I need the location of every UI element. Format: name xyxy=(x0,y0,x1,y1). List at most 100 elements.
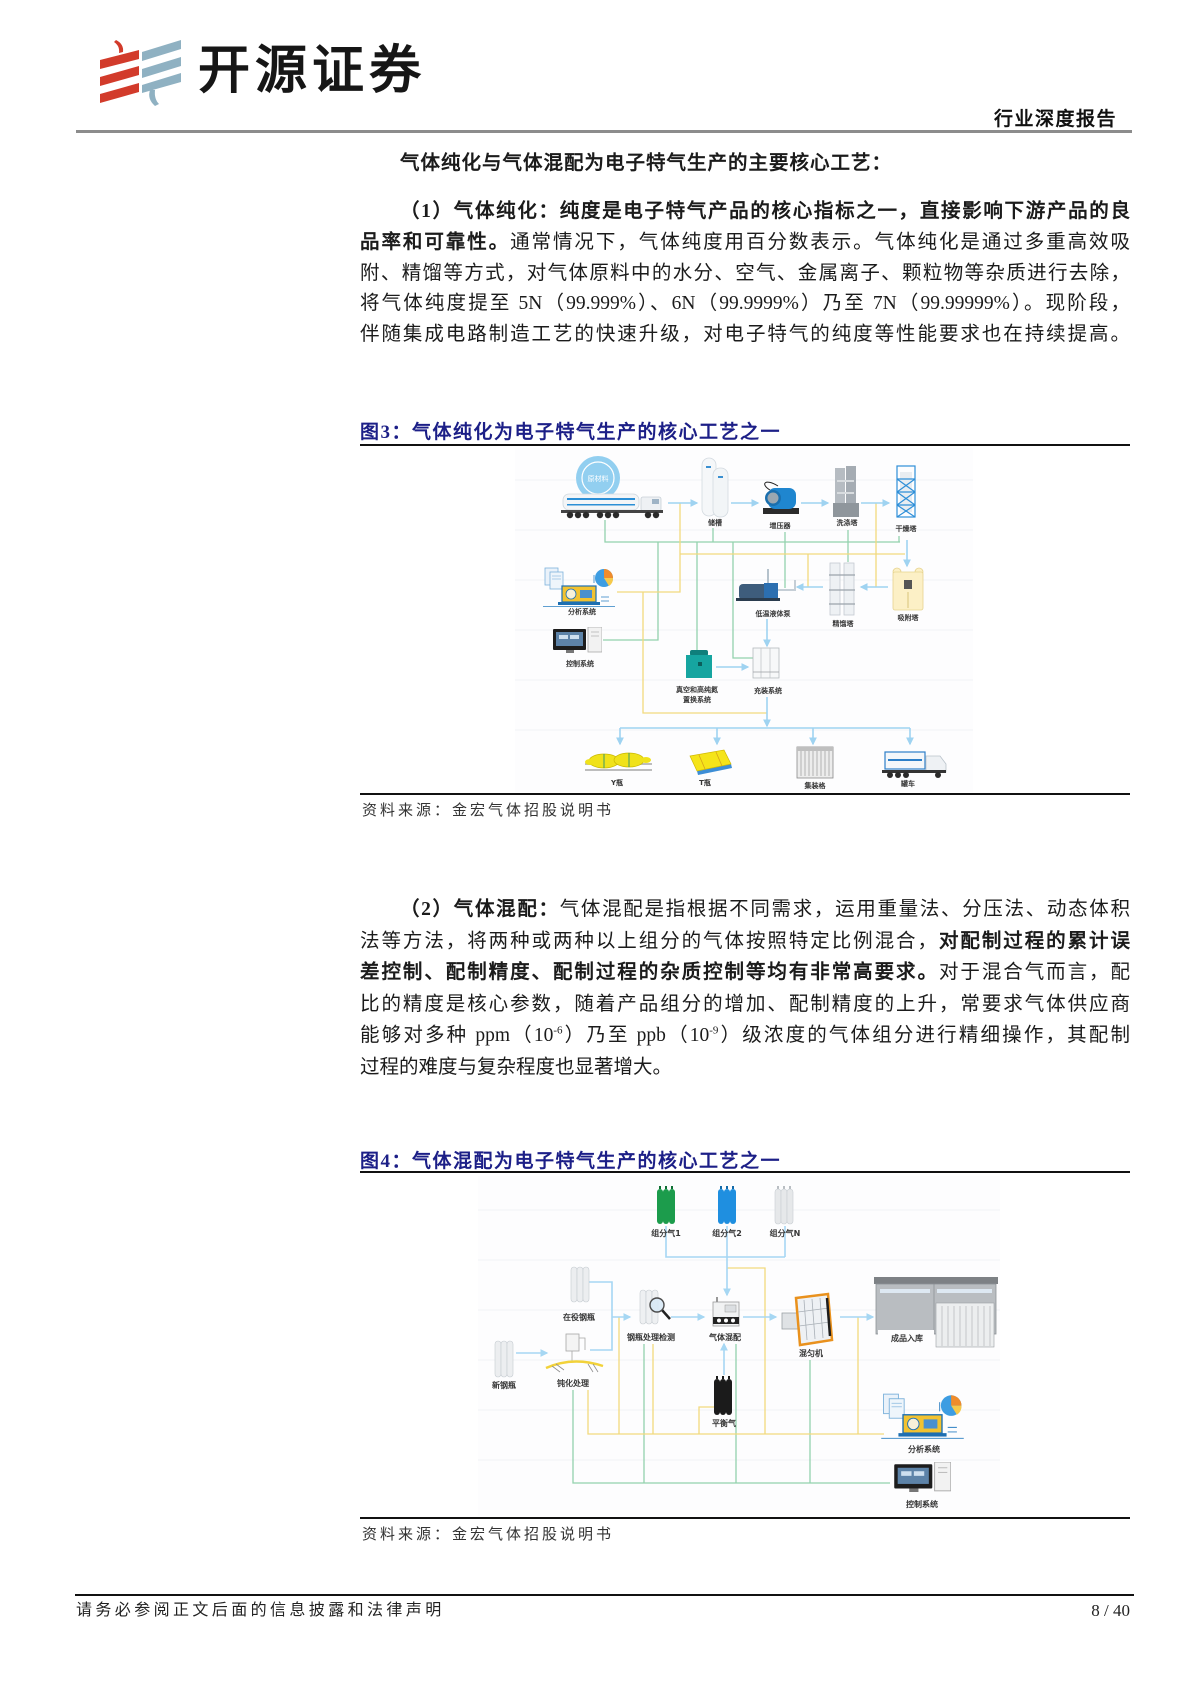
figure-4-top-rule xyxy=(360,1171,1130,1173)
page-number: 8 / 40 xyxy=(1091,1601,1130,1620)
diagram-label-y-cylinder: Y瓶 xyxy=(610,778,623,787)
diagram-label-mixer: 混匀机 xyxy=(799,1348,823,1358)
figure-4-bottom-rule xyxy=(360,1517,1130,1519)
diagram-label-new-cylinder: 新钢瓶 xyxy=(492,1380,516,1390)
mixer-machine-icon xyxy=(781,1292,834,1347)
paragraph-line: 附、精馏等方式，对气体原料中的水分、空气、金属离子、颗粒物等杂质进行去除， xyxy=(360,259,1130,290)
diagram-label-control: 控制系统 xyxy=(566,659,594,668)
brand-name: 开源证券 xyxy=(198,41,427,101)
adsorber-tower-icon xyxy=(892,567,924,611)
figure-3-top-rule xyxy=(360,444,1130,446)
paragraph-line: 法等方法，将两种或两种以上组分的气体按照特定比例混合，对配制过程的累计误 xyxy=(360,926,1130,958)
diagram-label-in-service-cylinder: 在役钢瓶 xyxy=(563,1312,595,1322)
paragraph-line: 品率和可靠性。通常情况下，气体纯度用百分数表示。气体纯化是通过多重高效吸 xyxy=(360,228,1130,259)
paragraph-line: 比的精度是核心参数，随着产品组分的增加、配制精度的上升，常要求气体供应商 xyxy=(360,989,1130,1021)
diagram-label-booster: 增压器 xyxy=(770,521,792,530)
vacuum-purge-machine-icon xyxy=(686,650,712,678)
diagram-label-component-gas-2: 组分气2 xyxy=(712,1228,742,1238)
figure-4-caption: 图4：气体混配为电子特气生产的核心工艺之一 xyxy=(360,1151,782,1172)
new-cylinders-icon xyxy=(494,1340,514,1378)
raw-material-badge-icon: 原材料 xyxy=(576,456,620,500)
diagram-label-balance-gas: 平衡气 xyxy=(712,1418,736,1428)
body-text: 法等方法，将两种或两种以上组分的气体按照特定比例混合， xyxy=(360,930,939,952)
paragraph-line: （1）气体纯化：纯度是电子特气产品的核心指标之一，直接影响下游产品的良 xyxy=(360,197,1130,228)
legal-disclaimer-notice: 请务必参阅正文后面的信息披露和法律声明 xyxy=(76,1602,445,1619)
header-divider xyxy=(76,130,1132,133)
body-text: 将气体纯度提至 5N（99.999%）、6N（99.9999%）乃至 7N（99… xyxy=(360,293,1130,315)
paragraph-line: （2）气体混配：气体混配是指根据不同需求，运用重量法、分压法、动态体积 xyxy=(360,894,1130,926)
diagram-label-analysis: 分析系统 xyxy=(908,1444,940,1454)
body-text: 伴随集成电路制造工艺的快速升级，对电子特气的纯度等性能要求也在持续提高。 xyxy=(360,324,1130,345)
filling-system-icon xyxy=(752,647,780,679)
paragraph-line: 能够对多种 ppm（10-6）乃至 ppb（10-9）级浓度的气体组分进行精细操… xyxy=(360,1020,1130,1052)
body-text: 过程的难度与复杂程度也显著增大。 xyxy=(360,1056,673,1078)
warehouse-building-icon xyxy=(874,1277,998,1348)
exponent-superscript: -9 xyxy=(709,1024,719,1037)
body-text: ）乃至 ppb（10 xyxy=(562,1025,710,1047)
emphasis-text: 品率和可靠性。 xyxy=(360,231,511,253)
control-connector-lines xyxy=(572,1344,890,1484)
section-heading-block: 气体纯化与气体混配为电子特气生产的主要核心工艺： xyxy=(360,148,1130,179)
paragraph-gas-purification: （1）气体纯化：纯度是电子特气产品的核心指标之一，直接影响下游产品的良 品率和可… xyxy=(360,197,1130,351)
diagram-label-vacuum-purge-line1: 真空和高纯氮 xyxy=(676,685,718,694)
y-cylinder-icon xyxy=(585,752,652,771)
diagram-label-gas-mixing: 气体混配 xyxy=(708,1332,741,1342)
body-text: 气体混配是指根据不同需求，运用重量法、分压法、动态体积 xyxy=(559,899,1130,920)
scrubber-tower-icon xyxy=(833,466,859,517)
control-system-icon xyxy=(894,1462,951,1492)
paragraph-line: 差控制、配制精度、配制过程的杂质控制等均有非常高要求。对于混合气而言，配 xyxy=(360,957,1130,989)
footer-divider xyxy=(75,1594,1134,1596)
tanker-truck-icon xyxy=(561,493,663,519)
diagram-label-analysis: 分析系统 xyxy=(568,607,596,616)
storage-tank-icon xyxy=(701,457,729,518)
diagram-label-bundle: 集装格 xyxy=(804,781,827,790)
control-connector-lines xyxy=(603,520,900,659)
emphasis-text: 纯度是电子特气产品的核心指标之一，直接影响下游产品的良 xyxy=(559,201,1130,222)
cylinder-inspection-icon xyxy=(639,1289,671,1325)
item-label: （2）气体混配： xyxy=(400,899,560,920)
analysis-connector-lines xyxy=(587,1267,884,1435)
emphasis-text: 对配制过程的累计误 xyxy=(938,930,1130,952)
diagram-label-cryo-pump: 低温液体泵 xyxy=(755,609,791,618)
exponent-superscript: -6 xyxy=(553,1024,563,1037)
paragraph-gas-mixing: （2）气体混配：气体混配是指根据不同需求，运用重量法、分压法、动态体积 法等方法… xyxy=(360,894,1130,1084)
diagram-label-t-cylinder: T瓶 xyxy=(699,778,711,787)
figure-4-source: 资料来源：金宏气体招股说明书 xyxy=(362,1527,615,1543)
diagram-label-cylinder-inspection: 钢瓶处理检测 xyxy=(627,1332,675,1342)
cryogenic-pump-icon xyxy=(736,569,796,601)
diagram-label-warehouse: 成品入库 xyxy=(891,1333,923,1343)
figure-3-caption: 图3：气体纯化为电子特气生产的核心工艺之一 xyxy=(360,422,782,443)
component-gas-n-cylinders-icon xyxy=(774,1186,794,1225)
brand-logo-icon xyxy=(100,40,181,106)
diagram-label-distillation: 精馏塔 xyxy=(833,619,855,628)
section-heading: 气体纯化与气体混配为电子特气生产的主要核心工艺： xyxy=(400,153,893,174)
diagram-label-scrubber: 洗涤塔 xyxy=(837,518,859,527)
cylinder-bundle-icon xyxy=(796,746,834,779)
process-flow-arrows xyxy=(516,1226,875,1375)
component-gas-2-cylinders-icon xyxy=(718,1186,736,1224)
diagram-label-raw-material: 原材料 xyxy=(588,474,609,483)
emphasis-text: 差控制、配制精度、配制过程的杂质控制等均有非常高要求。 xyxy=(360,962,939,984)
paragraph-line: 伴随集成电路制造工艺的快速升级，对电子特气的纯度等性能要求也在持续提高。 xyxy=(360,320,1130,351)
report-type-label: 行业深度报告 xyxy=(993,109,1117,130)
item-label: （1）气体纯化： xyxy=(400,201,560,222)
analysis-connector-lines xyxy=(617,503,905,714)
diagram-label-dryer: 干燥塔 xyxy=(896,524,918,533)
figure-3-bottom-rule xyxy=(360,793,1130,795)
control-system-icon xyxy=(553,627,602,653)
gas-mixing-unit-icon xyxy=(712,1297,740,1327)
paragraph-line: 过程的难度与复杂程度也显著增大。 xyxy=(360,1052,1130,1084)
body-text: 比的精度是核心参数，随着产品组分的增加、配制精度的上升，常要求气体供应商 xyxy=(360,993,1130,1015)
body-text: 能够对多种 ppm（10 xyxy=(360,1025,554,1047)
diagram-label-tanker: 罐车 xyxy=(900,779,915,788)
body-text: 通常情况下，气体纯度用百分数表示。气体纯化是通过多重高效吸 xyxy=(510,231,1130,253)
dryer-tower-icon xyxy=(896,465,916,518)
in-service-cylinders-icon xyxy=(570,1266,590,1303)
diagram-label-passivation: 钝化处理 xyxy=(557,1378,589,1388)
balance-gas-cylinders-icon xyxy=(714,1376,732,1415)
diagram-label-adsorber: 吸附塔 xyxy=(898,613,920,622)
diagram-label-vacuum-purge-line2: 置换系统 xyxy=(683,695,711,704)
t-cylinder-icon xyxy=(689,749,732,775)
passivation-unit-icon xyxy=(545,1333,604,1373)
